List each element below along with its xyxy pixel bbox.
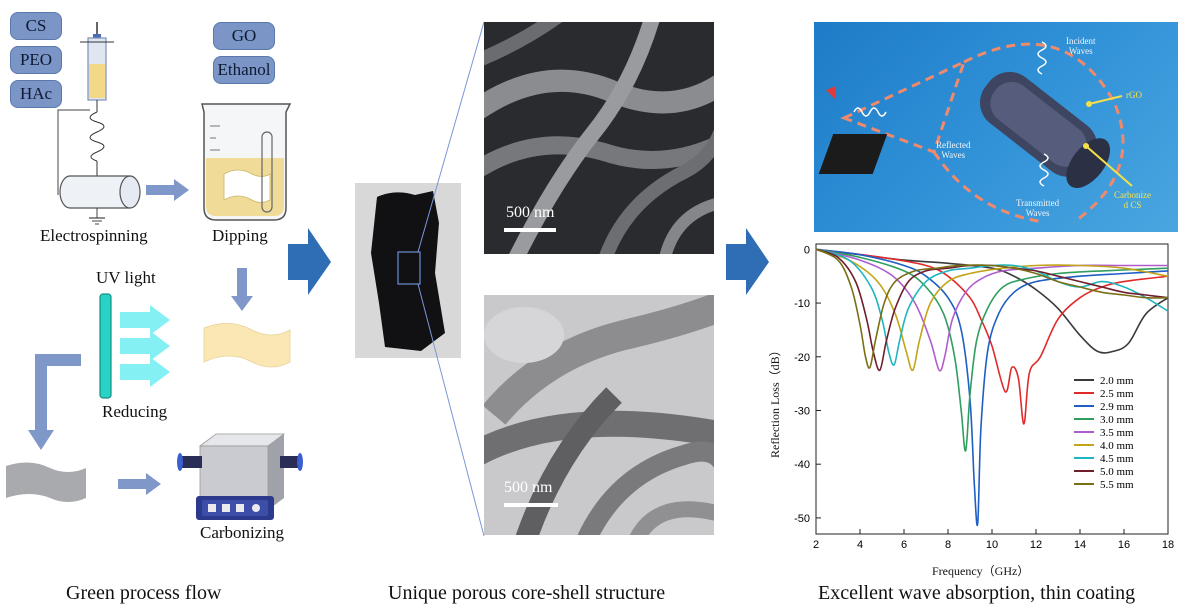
x-tick-label: 18 bbox=[1162, 539, 1174, 551]
y-tick-label: -40 bbox=[794, 459, 810, 471]
zoom-connector-lines bbox=[398, 20, 488, 540]
go-film-icon bbox=[200, 322, 294, 372]
x-tick-label: 12 bbox=[1030, 539, 1042, 551]
legend-label: 2.9 mm bbox=[1100, 401, 1134, 413]
legend-label: 3.0 mm bbox=[1100, 414, 1134, 426]
step-label-reducing: Reducing bbox=[102, 402, 167, 422]
legend-label: 5.5 mm bbox=[1100, 479, 1134, 491]
x-tick-label: 14 bbox=[1074, 539, 1086, 551]
legend-label: 2.5 mm bbox=[1100, 388, 1134, 400]
reagent-chip-ethanol: Ethanol bbox=[213, 56, 275, 84]
y-tick-label: 0 bbox=[804, 244, 810, 256]
beaker-icon bbox=[196, 96, 296, 224]
label-rgo: rGO bbox=[1126, 90, 1142, 100]
legend-label: 4.5 mm bbox=[1100, 453, 1134, 465]
step-label-uv-light: UV light bbox=[96, 268, 156, 288]
y-tick-label: -50 bbox=[794, 513, 810, 525]
sem-scale-label: 500 nm bbox=[506, 204, 554, 222]
reagent-chip-go: GO bbox=[213, 22, 275, 50]
caption-porous-core-shell: Unique porous core-shell structure bbox=[388, 582, 665, 605]
x-tick-label: 6 bbox=[901, 539, 907, 551]
carbonized-film-icon bbox=[4, 460, 88, 506]
y-tick-label: -20 bbox=[794, 352, 810, 364]
x-tick-label: 16 bbox=[1118, 539, 1130, 551]
tem-image: 500 nm bbox=[484, 295, 714, 535]
x-tick-label: 4 bbox=[857, 539, 863, 551]
step-label-carbonizing: Carbonizing bbox=[200, 523, 284, 543]
uv-lamp-icon bbox=[98, 292, 180, 402]
caption-green-process-flow: Green process flow bbox=[66, 582, 222, 605]
arrow-right-icon bbox=[146, 178, 190, 202]
legend-label: 3.5 mm bbox=[1100, 427, 1134, 439]
step-label-dipping: Dipping bbox=[212, 226, 268, 246]
x-tick-label: 10 bbox=[986, 539, 998, 551]
legend-label: 2.0 mm bbox=[1100, 375, 1134, 387]
legend-label: 4.0 mm bbox=[1100, 440, 1134, 452]
sem-scale-bar bbox=[504, 228, 556, 232]
x-tick-label: 8 bbox=[945, 539, 951, 551]
chart-xlabel: Frequency（GHz） bbox=[932, 562, 1029, 579]
caption-wave-absorption: Excellent wave absorption, thin coating bbox=[818, 582, 1135, 605]
step-label-electrospinning: Electrospinning bbox=[40, 226, 148, 246]
tem-scale-label: 500 nm bbox=[504, 479, 552, 497]
tube-furnace-icon bbox=[176, 432, 306, 524]
arrow-right-icon bbox=[118, 472, 162, 496]
arrow-down-icon bbox=[230, 268, 254, 312]
big-arrow-right-icon bbox=[288, 228, 332, 296]
electrospinning-apparatus-icon bbox=[50, 20, 155, 225]
tem-scale-bar bbox=[504, 503, 558, 507]
y-tick-label: -10 bbox=[794, 298, 810, 310]
reflection-loss-plot: 2 4 6 8 10 12 14 16 18 0 -10 -20 -30 -40 -50 2.0 mm2.5 … bbox=[760, 236, 1180, 582]
arrow-turn-down-icon bbox=[26, 348, 82, 452]
legend-label: 5.0 mm bbox=[1100, 466, 1134, 478]
sem-image: 500 nm bbox=[484, 22, 714, 254]
x-tick-label: 2 bbox=[813, 539, 819, 551]
y-tick-label: -30 bbox=[794, 405, 810, 417]
